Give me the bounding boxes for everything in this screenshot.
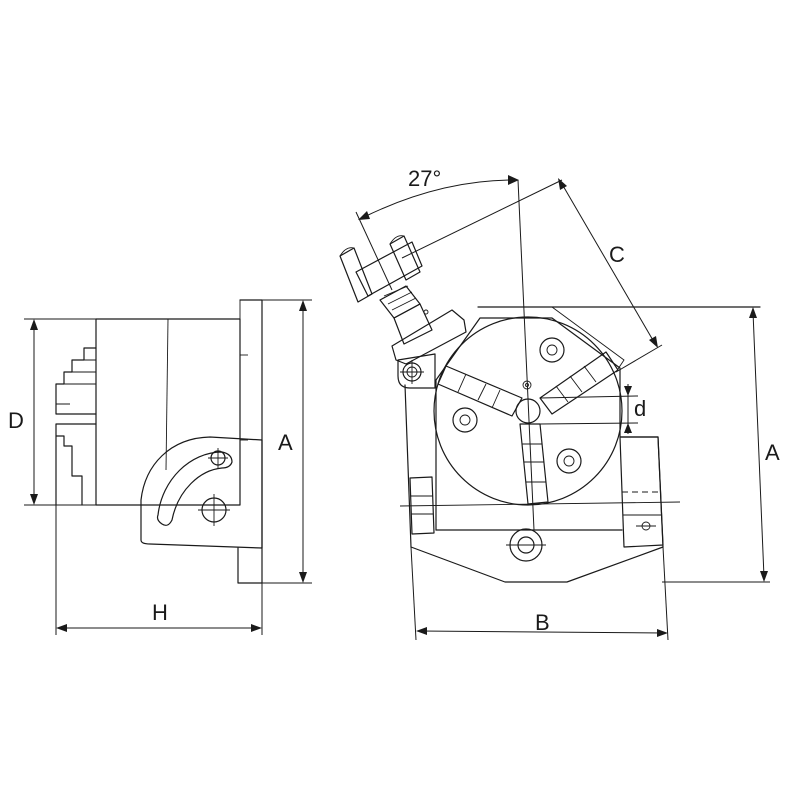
front-handle-screw [379,285,421,319]
label-B: B [535,610,550,635]
front-handle-knob-left [339,247,373,303]
chuck-pin-hole-1 [539,337,565,363]
side-view [55,299,263,584]
dimension-d: d [539,384,646,434]
chuck-pin-hole-3 [556,448,582,474]
label-C: C [609,242,625,267]
front-clamp-ear [397,353,436,389]
front-base-plate [410,546,664,583]
front-right-block [619,436,664,548]
front-handle-knob-right [389,235,421,281]
front-handle-mount [391,309,467,365]
chuck-jaw-lower [519,423,549,505]
side-body-line [165,318,169,471]
chuck-pin-hole-2 [452,407,478,433]
side-arc-slot [156,451,233,526]
front-left-block [409,476,435,535]
label-H: H [152,600,168,625]
label-A-front: A [765,440,780,465]
chuck-disc [433,316,623,506]
side-face-plate [237,299,263,584]
dimension-angle: 27° [355,166,535,531]
label-d: d [634,396,646,421]
dimension-A-side: A [262,299,312,584]
dimension-B: B [410,546,669,641]
front-handle-crossbar [355,241,423,297]
chuck-jaw-upper-right [539,351,619,415]
side-jaw-upper-steps [56,359,96,405]
side-chuck-body [95,318,241,506]
dimension-D: D [8,318,96,506]
front-view [339,235,761,583]
side-jaw-lower [55,423,97,506]
side-jaw-upper [55,347,97,415]
dimension-H: H [55,505,263,635]
label-A-side: A [278,430,293,455]
chuck-jaw-left [437,365,523,417]
side-base-bracket [140,436,263,549]
dimension-A-front: A [662,307,780,583]
dimension-C: C [401,178,663,373]
label-angle: 27° [408,166,441,191]
label-D: D [8,408,24,433]
